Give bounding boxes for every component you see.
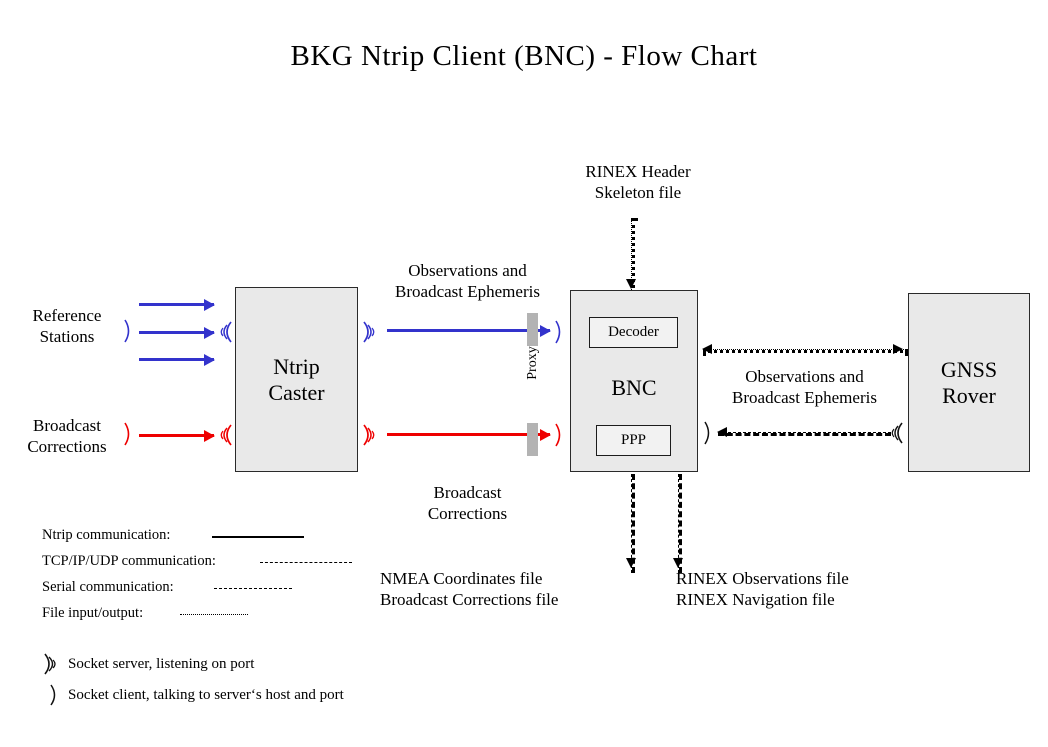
label-output-files-left-line2: Broadcast Corrections file [380,590,559,610]
node-gnss-rover-label-line2: Rover [942,382,996,408]
label-reference-stations: Reference Stations [8,305,126,348]
label-output-files-left: NMEA Coordinates file Broadcast Correcti… [380,568,650,611]
arrow-head [540,428,551,441]
legend-socket-symbols: Socket server, listening on port Socket … [40,652,470,714]
node-bnc-label: BNC [611,375,657,400]
socket-client-icon-bnc-corr [553,422,567,448]
arrow-head [626,558,636,568]
socket-server-icon-caster-out-red [360,422,382,448]
socket-client-icon-bnc-rover [702,420,716,446]
legend-sample-file [180,614,248,615]
node-ntrip-caster-label-line1: Ntrip [273,353,320,379]
socket-server-icon-rover [884,420,906,446]
label-observations-ephemeris-right-line1: Observations and [745,367,864,386]
label-broadcast-corrections-left: Broadcast Corrections [5,415,129,458]
label-reference-stations-line1: Reference [32,306,102,325]
arrow-shaft [387,329,550,332]
legend-row: Ntrip communication: [42,525,372,551]
label-output-files-right: RINEX Observations file RINEX Navigation… [676,568,926,611]
page-title: BKG Ntrip Client (BNC) - Flow Chart [290,40,758,72]
legend-sample-serial [214,588,292,589]
socket-server-icon-caster-in-blue [213,319,235,345]
legend-label: File input/output: [42,605,144,621]
label-output-files-right-line1: RINEX Observations file [676,569,849,588]
label-rinex-header-skeleton-line1: RINEX Header [585,162,691,181]
legend-line-styles: Ntrip communication: TCP/IP/UDP communic… [42,525,372,629]
node-ntrip-caster-label-line2: Caster [268,379,325,405]
label-observations-ephemeris-top-line1: Observations and [408,261,527,280]
legend-row: File input/output: [42,603,372,629]
socket-client-icon [48,683,62,712]
label-broadcast-corrections-mid-line2: Corrections [427,504,508,524]
legend-row: TCP/IP/UDP communication: [42,551,372,577]
legend-label: Serial communication: [42,579,174,595]
arrow-shaft [678,474,682,573]
arrow-head-left [702,343,712,354]
socket-client-icon-broadcast-corrections [122,421,136,447]
legend-socket-label: Socket server, listening on port [68,656,255,672]
arrow-head [626,279,636,289]
label-proxy: Proxy [525,346,540,380]
label-rinex-header-skeleton: RINEX Header Skeleton file [548,161,728,204]
label-broadcast-corrections-left-line2: Corrections [27,437,107,457]
node-gnss-rover-label-line1: GNSS [940,356,998,382]
arrow-shaft [387,433,550,436]
node-ntrip-caster-label: Ntrip Caster [268,354,324,406]
arrow-broadcast-corrections-to-bnc [387,428,551,441]
label-broadcast-corrections-mid-line1: Broadcast [433,483,502,502]
arrow-head-left [717,426,727,437]
arrow-broadcast-corrections-in [139,429,215,442]
legend-label: Ntrip communication: [42,527,171,543]
label-broadcast-corrections-left-line1: Broadcast [33,416,101,435]
arrow-head [204,429,215,442]
arrow-reference-station-3 [139,353,215,366]
legend-sample-solid [212,536,304,538]
node-gnss-rover[interactable]: GNSS Rover [908,293,1030,472]
arrow-shaft [718,432,891,436]
arrow-head [540,324,551,337]
arrow-shaft [139,434,214,437]
arrow-shaft [139,358,214,361]
arrow-shaft [631,474,635,573]
arrow-reference-station-1 [139,298,215,311]
arrow-head-right [893,343,903,354]
arrow-shaft [139,331,214,334]
label-broadcast-corrections-mid: Broadcast Corrections [395,482,540,525]
arrow-shaft [139,303,214,306]
label-observations-ephemeris-top: Observations and Broadcast Ephemeris [380,260,555,303]
legend-label: TCP/IP/UDP communication: [42,553,216,569]
label-observations-ephemeris-right: Observations and Broadcast Ephemeris [712,366,897,409]
proxy-bar-top [527,313,538,346]
arrow-reference-station-2 [139,326,215,339]
node-bnc-ppp[interactable]: PPP [596,425,671,456]
node-bnc-decoder[interactable]: Decoder [589,317,678,348]
socket-server-icon [40,652,62,681]
legend-sample-tcp [260,562,352,563]
arrow-head [673,558,683,568]
proxy-bar-bottom [527,423,538,456]
label-output-files-right-line2: RINEX Navigation file [676,590,835,610]
label-rinex-header-skeleton-line2: Skeleton file [594,183,682,203]
arrow-head [204,353,215,366]
socket-client-icon-bnc-obs [553,319,567,345]
node-ntrip-caster[interactable]: Ntrip Caster [235,287,358,472]
label-observations-ephemeris-top-line2: Broadcast Ephemeris [395,282,540,302]
arrow-head [204,298,215,311]
node-gnss-rover-label: GNSS Rover [941,357,997,409]
arrow-shaft [703,349,908,353]
arrow-head [204,326,215,339]
label-observations-ephemeris-right-line2: Broadcast Ephemeris [732,388,877,408]
arrow-observations-to-bnc [387,324,551,337]
legend-socket-label: Socket client, talking to server‘s host … [68,687,344,703]
label-output-files-left-line1: NMEA Coordinates file [380,569,543,588]
label-reference-stations-line2: Stations [39,327,95,347]
socket-server-icon-caster-out-blue [360,319,382,345]
legend-row: Serial communication: [42,577,372,603]
legend-socket-row: Socket server, listening on port [40,652,470,683]
socket-server-icon-caster-in-red [213,422,235,448]
socket-client-icon-reference-stations [122,318,136,344]
legend-socket-row: Socket client, talking to server‘s host … [40,683,470,714]
